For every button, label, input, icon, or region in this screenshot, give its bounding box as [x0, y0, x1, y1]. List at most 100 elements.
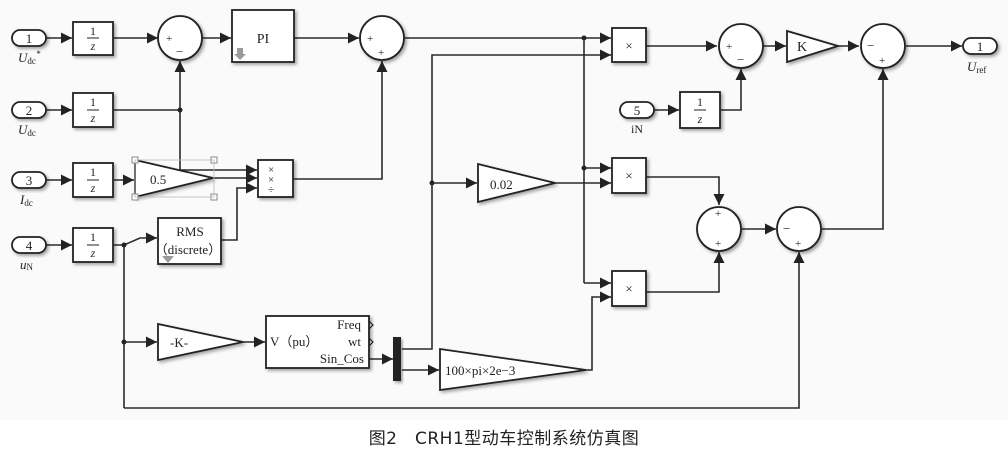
inport-3[interactable]: 3 Idc	[11, 171, 47, 208]
svg-text:K: K	[797, 40, 807, 55]
gain-block-omega[interactable]: 100×pi×2e−3	[439, 347, 587, 392]
wire	[114, 232, 157, 246]
wire	[294, 61, 388, 180]
svg-text:wt: wt	[348, 334, 361, 349]
svg-text:−: −	[783, 221, 790, 236]
unit-delay-4[interactable]: 1 z	[72, 227, 114, 263]
sum-block-4[interactable]: − +	[860, 23, 906, 69]
inport-label: U	[18, 122, 29, 137]
svg-text:RMS: RMS	[176, 224, 203, 239]
svg-text:Sin_Cos: Sin_Cos	[320, 351, 364, 366]
sum-block-5[interactable]: + +	[696, 206, 742, 252]
svg-text:1: 1	[697, 95, 703, 109]
wire	[124, 252, 805, 409]
svg-text:+: +	[378, 47, 384, 59]
svg-text:z: z	[697, 112, 703, 126]
svg-text:×: ×	[268, 164, 274, 176]
mask-arrow-icon	[162, 256, 174, 263]
sum-block-2[interactable]: + +	[359, 15, 405, 61]
rms-discrete-block[interactable]: RMS （discrete）	[155, 217, 222, 265]
wire	[822, 69, 889, 230]
pll-block[interactable]: V（pu） Freq wt Sin_Cos	[265, 315, 374, 369]
gain-block-0.5[interactable]: 0.5	[131, 156, 218, 201]
svg-text:+: +	[715, 238, 721, 250]
svg-text:PI: PI	[257, 32, 270, 47]
wire	[586, 291, 611, 371]
gain-block-0.02[interactable]: 0.02	[477, 162, 556, 204]
svg-text:z: z	[90, 111, 96, 125]
sum-block-1[interactable]: + −	[157, 15, 203, 61]
svg-text:z: z	[90, 39, 96, 53]
unit-delay-2[interactable]: 1 z	[72, 92, 114, 128]
svg-text:×: ×	[268, 174, 274, 186]
svg-text:0.5: 0.5	[150, 172, 166, 187]
gain-block-k[interactable]: K	[786, 29, 842, 64]
unit-delay-1[interactable]: 1 z	[72, 21, 114, 56]
product-block-bottom[interactable]: ×	[611, 270, 647, 307]
simulink-diagram: 1 Udc* 2 Udc 3 Idc 4 uN 5 iN 1 Uref 1 z …	[11, 9, 998, 409]
sum-block-3[interactable]: + −	[718, 23, 764, 69]
inport-2[interactable]: 2 Udc	[11, 101, 47, 138]
sum-block-6[interactable]: − +	[776, 206, 822, 252]
svg-text:z: z	[90, 246, 96, 260]
svg-text:1: 1	[90, 95, 96, 109]
product-divide-block[interactable]: × × ÷	[257, 159, 294, 198]
wire	[402, 49, 611, 350]
svg-text:z: z	[90, 181, 96, 195]
svg-text:+: +	[715, 208, 721, 220]
svg-text:÷: ÷	[268, 184, 274, 196]
wire	[721, 69, 747, 111]
inport-number: 2	[26, 103, 33, 118]
svg-text:Udc: Udc	[18, 122, 36, 138]
outport-label: U	[967, 59, 978, 74]
wire	[646, 252, 725, 293]
inport-1[interactable]: 1 Udc*	[11, 29, 47, 66]
outport-1[interactable]: 1 Uref	[962, 37, 998, 75]
svg-text:+: +	[367, 33, 373, 45]
unit-delay-3[interactable]: 1 z	[72, 162, 114, 198]
svg-text:−: −	[737, 52, 744, 67]
svg-text:×: ×	[625, 168, 632, 183]
inport-label: I	[19, 192, 25, 207]
figure-caption: 图2 CRH1型动车控制系统仿真图	[368, 429, 640, 449]
svg-text:Udc*: Udc*	[18, 49, 41, 66]
svg-text:Idc: Idc	[19, 192, 33, 208]
inport-number: 3	[26, 173, 33, 188]
svg-text:+: +	[879, 55, 885, 67]
signal-lines	[46, 32, 962, 409]
product-block-top[interactable]: ×	[611, 27, 647, 63]
wire	[646, 176, 725, 205]
pi-controller-block[interactable]: PI	[231, 9, 295, 63]
inport-4[interactable]: 4 uN	[11, 236, 47, 272]
svg-text:1: 1	[90, 230, 96, 244]
svg-text:uN: uN	[20, 257, 34, 272]
svg-text:×: ×	[625, 38, 632, 53]
svg-text:×: ×	[625, 281, 632, 296]
unit-delay-5[interactable]: 1 z	[679, 91, 721, 129]
svg-text:0.02: 0.02	[490, 177, 513, 192]
svg-text:（discrete）: （discrete）	[155, 242, 221, 257]
inport-number: 1	[26, 31, 33, 46]
link-arrow-icon	[234, 48, 246, 60]
svg-text:1: 1	[90, 24, 96, 38]
svg-text:-K-: -K-	[170, 335, 188, 350]
inport-label: u	[20, 257, 27, 272]
inport-number: 4	[26, 238, 33, 253]
svg-text:+: +	[726, 41, 732, 53]
svg-text:+: +	[795, 238, 801, 250]
outport-number: 1	[977, 39, 984, 54]
wire	[221, 182, 257, 241]
inport-5[interactable]: 5 iN	[619, 101, 655, 136]
svg-text:100×pi×2e−3: 100×pi×2e−3	[445, 363, 515, 378]
svg-text:Uref: Uref	[967, 59, 986, 75]
inport-label: U	[18, 50, 29, 65]
svg-text:+: +	[166, 33, 172, 45]
junction-dot	[177, 107, 183, 113]
product-block-mid[interactable]: ×	[611, 157, 647, 194]
svg-text:−: −	[176, 44, 183, 59]
gain-block-negk[interactable]: -K-	[157, 322, 244, 362]
svg-text:1: 1	[90, 165, 96, 179]
inport-label: iN	[631, 122, 643, 136]
demux-block[interactable]	[393, 337, 401, 381]
selection-handles	[131, 156, 218, 201]
